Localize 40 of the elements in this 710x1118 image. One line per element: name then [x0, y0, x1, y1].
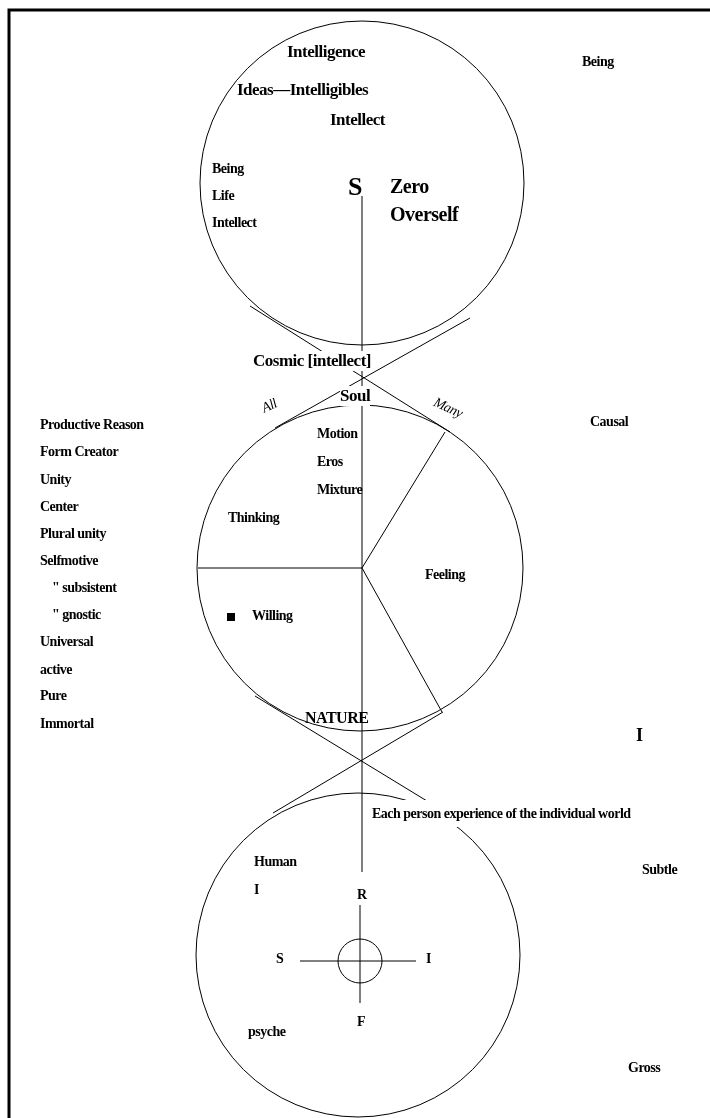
node-text: NATURE: [305, 709, 369, 728]
label: I: [636, 725, 643, 746]
node-text: Motion Eros Mixture: [317, 425, 363, 499]
label: Immortal: [40, 716, 94, 733]
circle: [200, 21, 524, 345]
label: Productive Reason: [40, 417, 144, 434]
node-text: I: [426, 951, 431, 968]
label: Universal: [40, 634, 94, 651]
label: Unity: [40, 472, 71, 489]
node-text: Ideas—Intelligibles: [237, 80, 369, 100]
label: Causal: [590, 414, 629, 431]
label: " subsistent: [52, 580, 117, 597]
circle: [196, 793, 520, 1117]
label: Pure: [40, 688, 67, 705]
label: active: [40, 662, 72, 679]
label: Subtle: [642, 862, 678, 879]
node-text: Willing: [252, 608, 293, 625]
node-text: S: [276, 951, 284, 968]
node-text: Intellect: [330, 110, 385, 130]
label: Plural unity: [40, 526, 106, 543]
label: Being: [582, 54, 614, 71]
label: Form Creator: [40, 444, 119, 461]
label: Many: [431, 394, 465, 422]
node-text: Feeling: [425, 567, 466, 584]
node-text: Intelligence: [287, 42, 366, 62]
node-text: Being Life Intellect: [212, 160, 257, 232]
node-text: S: [348, 172, 362, 202]
node-text: F: [357, 1014, 366, 1031]
node-text: R: [357, 887, 367, 904]
label: Soul: [340, 386, 371, 406]
node-text: Human I: [254, 853, 297, 899]
label: Gross: [628, 1060, 661, 1077]
node-text: Zero Overself: [390, 174, 459, 227]
label: All: [259, 395, 280, 417]
label: Cosmic [intellect]: [253, 351, 371, 371]
label: Center: [40, 499, 79, 516]
label: Selfmotive: [40, 553, 98, 570]
node-text: psyche: [248, 1024, 286, 1041]
label: " gnostic: [52, 607, 101, 624]
node-text: Thinking: [228, 510, 280, 527]
